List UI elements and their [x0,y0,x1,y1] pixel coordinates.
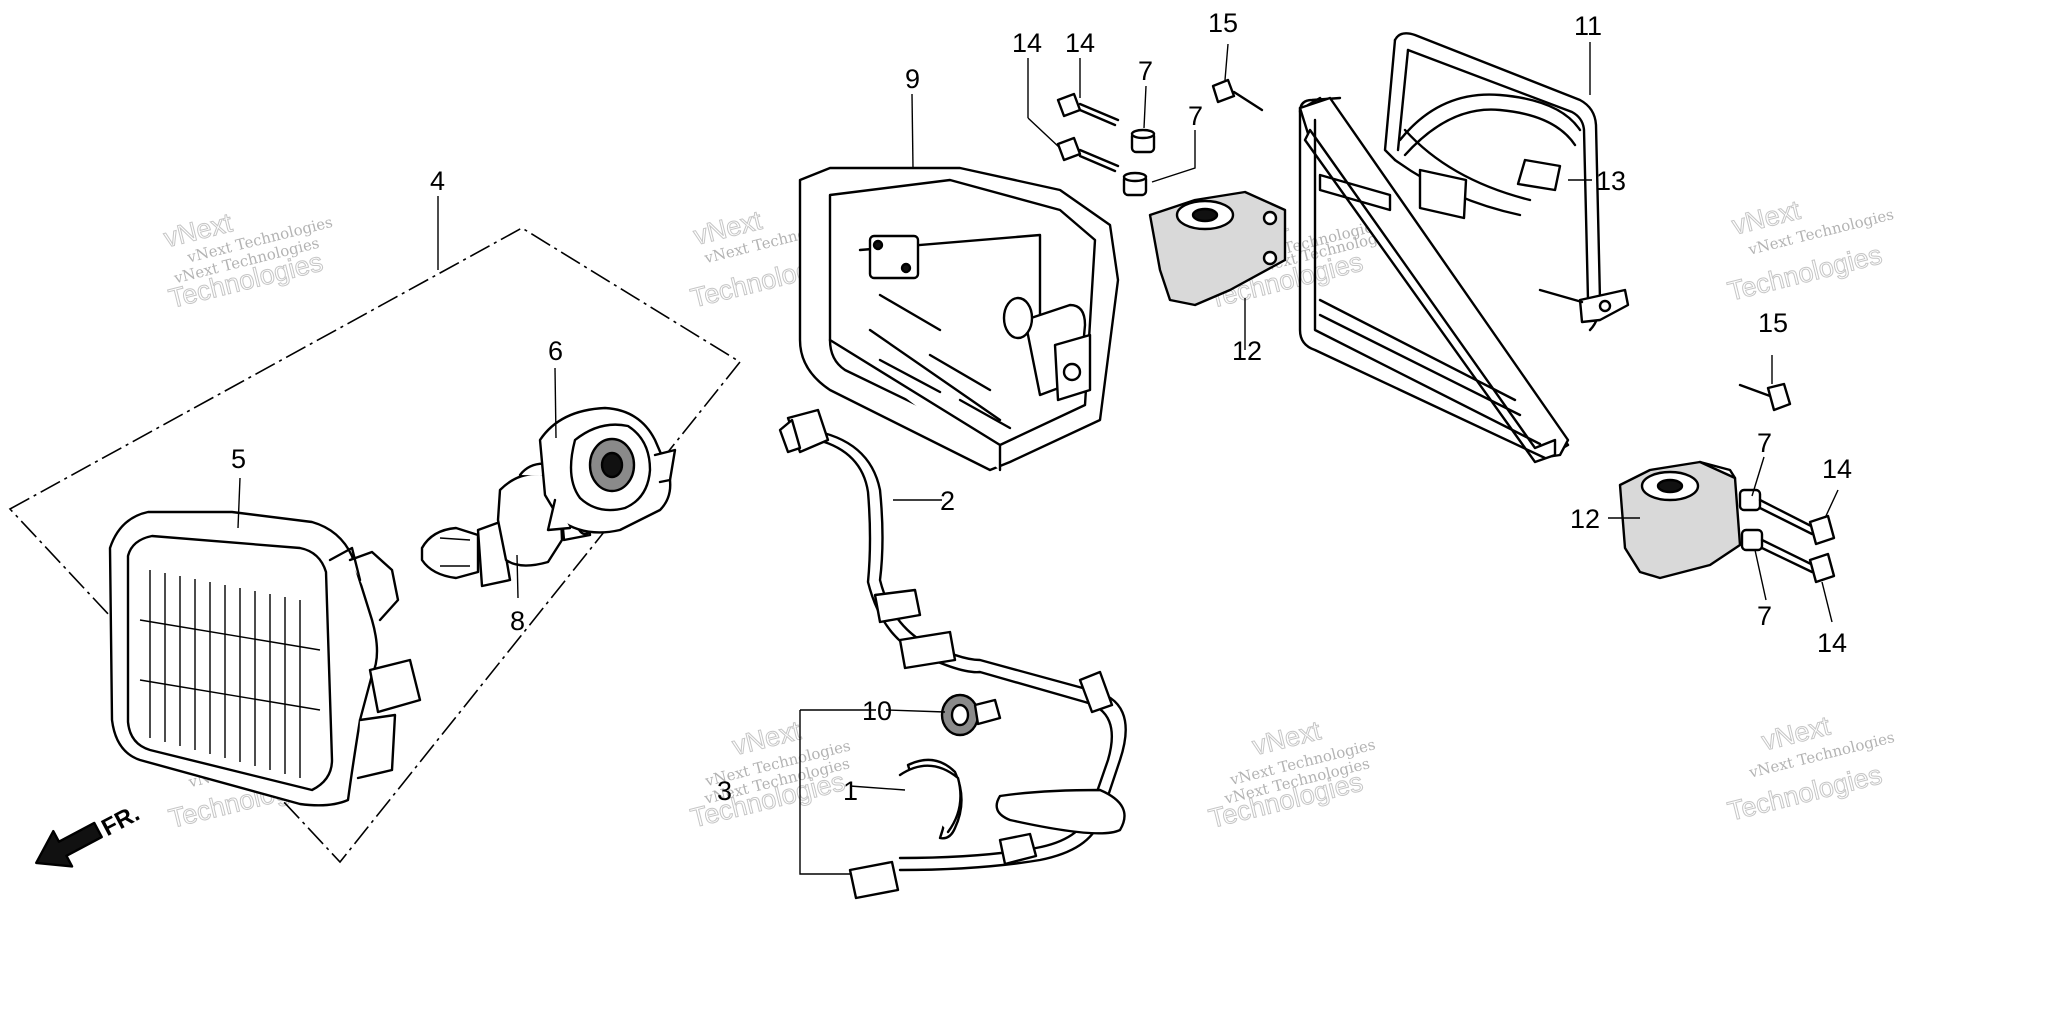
callout-13: 13 [1596,166,1626,196]
collar [1738,488,1762,512]
callout-labels: 4 5 6 8 9 2 10 3 1 14 14 7 7 15 12 11 13… [231,8,1852,806]
wire-clamp [898,758,963,840]
callout-14a: 14 [1012,28,1042,58]
watermark: vNext vNext Technologies vNext Technolog… [1205,715,1377,835]
callout-12b: 12 [1570,504,1600,534]
callout-7d: 7 [1757,601,1772,631]
bulb-socket-cover [538,406,677,534]
callout-15a: 15 [1208,8,1238,38]
callout-7c: 7 [1757,428,1772,458]
watermark: vNext vNext Technologies Technologies [1724,194,1895,307]
callout-11: 11 [1574,11,1602,41]
bolt [1758,498,1836,546]
direction-label: FR. [97,800,144,842]
callout-7a: 7 [1138,56,1153,86]
collar [1122,171,1148,197]
callout-1: 1 [843,776,858,806]
watermark: vNext vNext Technologies vNext Technolog… [687,715,852,834]
headlight-assembly-outline [8,227,742,864]
callout-3: 3 [717,776,732,806]
callout-6: 6 [548,336,563,366]
leader-lines [237,42,1839,875]
grommet [940,693,1002,737]
bolt [1760,538,1836,584]
callout-15b: 15 [1758,308,1788,338]
callout-12a: 12 [1232,336,1262,366]
callout-9: 9 [905,64,920,94]
headlight-unit [108,510,422,807]
callout-5: 5 [231,444,246,474]
callout-2: 2 [940,486,955,516]
callout-4: 4 [430,166,445,196]
bolt [1738,382,1792,412]
watermark: vNext vNext Technologies vNext Technolog… [160,207,334,315]
collar [1740,528,1764,552]
callout-14c: 14 [1822,454,1852,484]
wire-harness [778,408,1127,900]
bolt [1211,78,1264,112]
callout-14d: 14 [1817,628,1847,658]
mount-bracket-lower [1618,460,1742,580]
collar [1130,128,1156,154]
watermark: vNext vNext Technologies Technologies [1724,710,1896,827]
headlight-guard [1298,32,1630,464]
callout-8: 8 [510,606,525,636]
mount-bracket-upper [1148,190,1287,307]
callout-10: 10 [862,696,892,726]
headlight-case [798,166,1120,472]
front-direction-arrow: FR. [35,800,144,868]
bolt [1056,136,1120,173]
bolt [1056,92,1120,127]
callout-7b: 7 [1188,101,1203,131]
callout-14b: 14 [1065,28,1095,58]
